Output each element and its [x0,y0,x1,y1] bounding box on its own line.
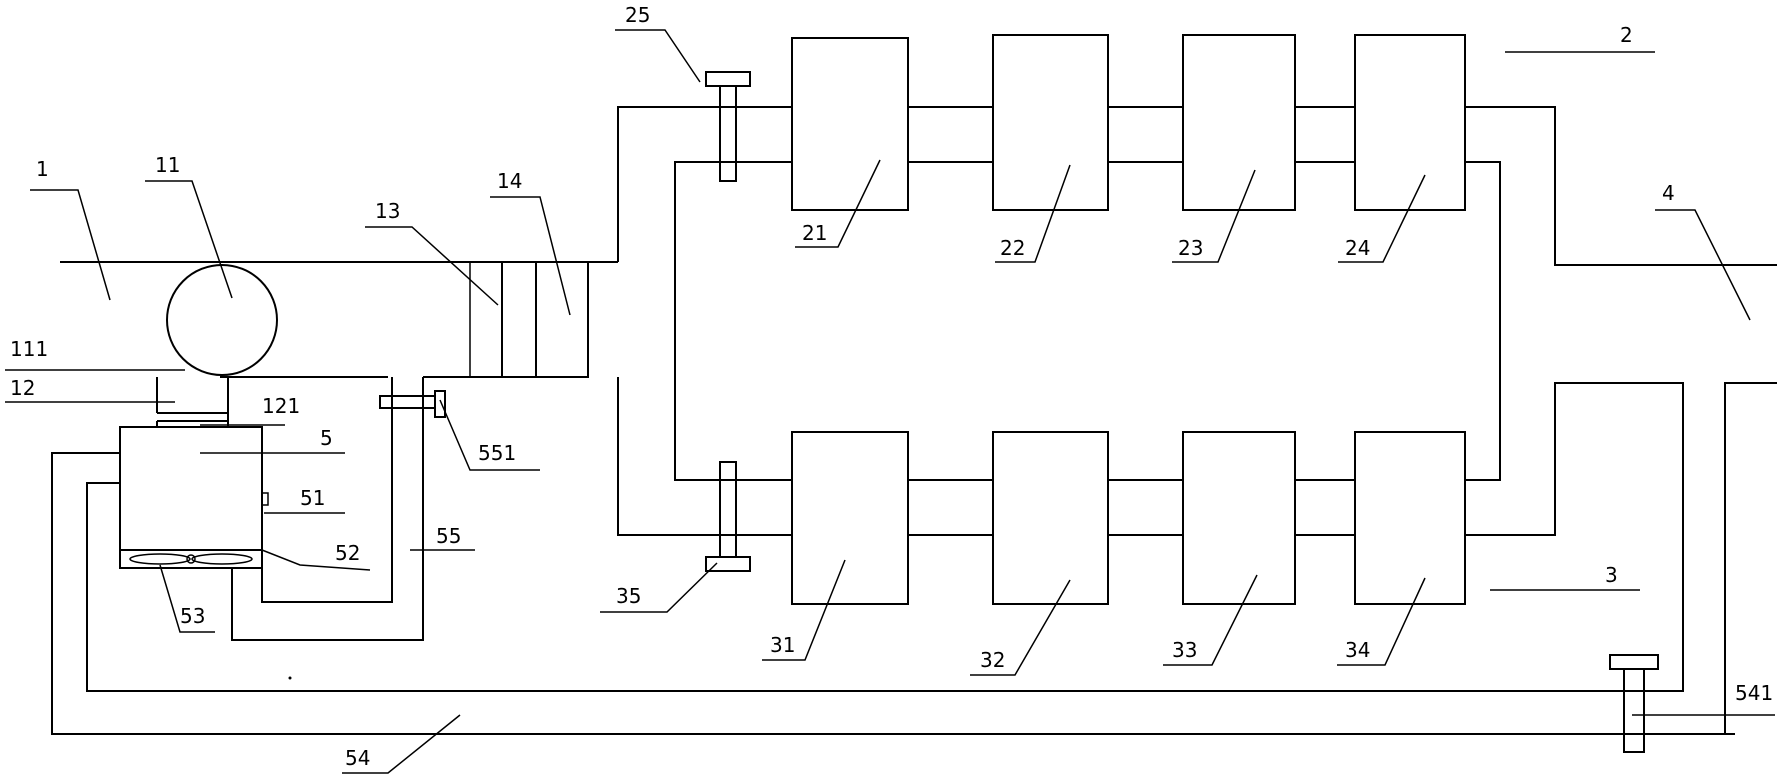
upper-branch-pipe [617,106,1501,536]
unit-22 [992,34,1109,211]
label-32: 32 [980,648,1005,672]
tank-bottom-chamber [119,549,263,569]
return-line-55 [231,377,446,641]
label-14: 14 [497,169,522,193]
leader-lines [5,29,1775,774]
unit-31 [791,431,909,605]
label-551: 551 [478,441,516,465]
label-33: 33 [1172,638,1197,662]
unit-32 [992,431,1109,605]
return-loop-54 [51,382,1777,735]
valve-541 [1609,654,1659,753]
valve-35 [705,461,751,572]
label-53: 53 [180,604,205,628]
label-4: 4 [1662,181,1675,205]
label-2: 2 [1620,23,1633,47]
label-21: 21 [802,221,827,245]
unit-34 [1354,431,1466,605]
pump-circle [166,264,278,376]
unit-21 [791,37,909,211]
fan-blade-left [129,553,191,565]
pump-tank-connector [156,377,229,427]
label-3: 3 [1605,563,1618,587]
label-55: 55 [436,524,461,548]
label-51: 51 [300,486,325,510]
inlet-pipe [60,261,618,378]
label-24: 24 [1345,236,1370,260]
label-541: 541 [1735,681,1773,705]
valve-25 [705,71,751,182]
stray-dot [288,676,292,680]
label-1: 1 [36,157,49,181]
unit-33 [1182,431,1296,605]
label-22: 22 [1000,236,1025,260]
label-13: 13 [375,199,400,223]
label-52: 52 [335,541,360,565]
upper-row-links [908,106,1355,163]
unit-23 [1182,34,1296,211]
label-54: 54 [345,746,370,770]
labels: 1 11 111 12 121 13 14 25 2 4 5 51 52 53 … [10,3,1773,770]
label-121: 121 [262,394,300,418]
fan-hub [186,554,196,564]
label-31: 31 [770,633,795,657]
sensor-51 [261,492,269,506]
label-25: 25 [625,3,650,27]
fan-blade-right [191,553,253,565]
unit-24 [1354,34,1466,211]
tank-box [119,426,263,551]
label-23: 23 [1178,236,1203,260]
label-34: 34 [1345,638,1370,662]
label-12: 12 [10,376,35,400]
lower-row-links [908,479,1355,536]
filter-assembly [469,261,589,378]
label-11: 11 [155,153,180,177]
label-111: 111 [10,337,48,361]
label-5: 5 [320,426,333,450]
label-35: 35 [616,584,641,608]
outlet-pipe [1465,106,1777,266]
